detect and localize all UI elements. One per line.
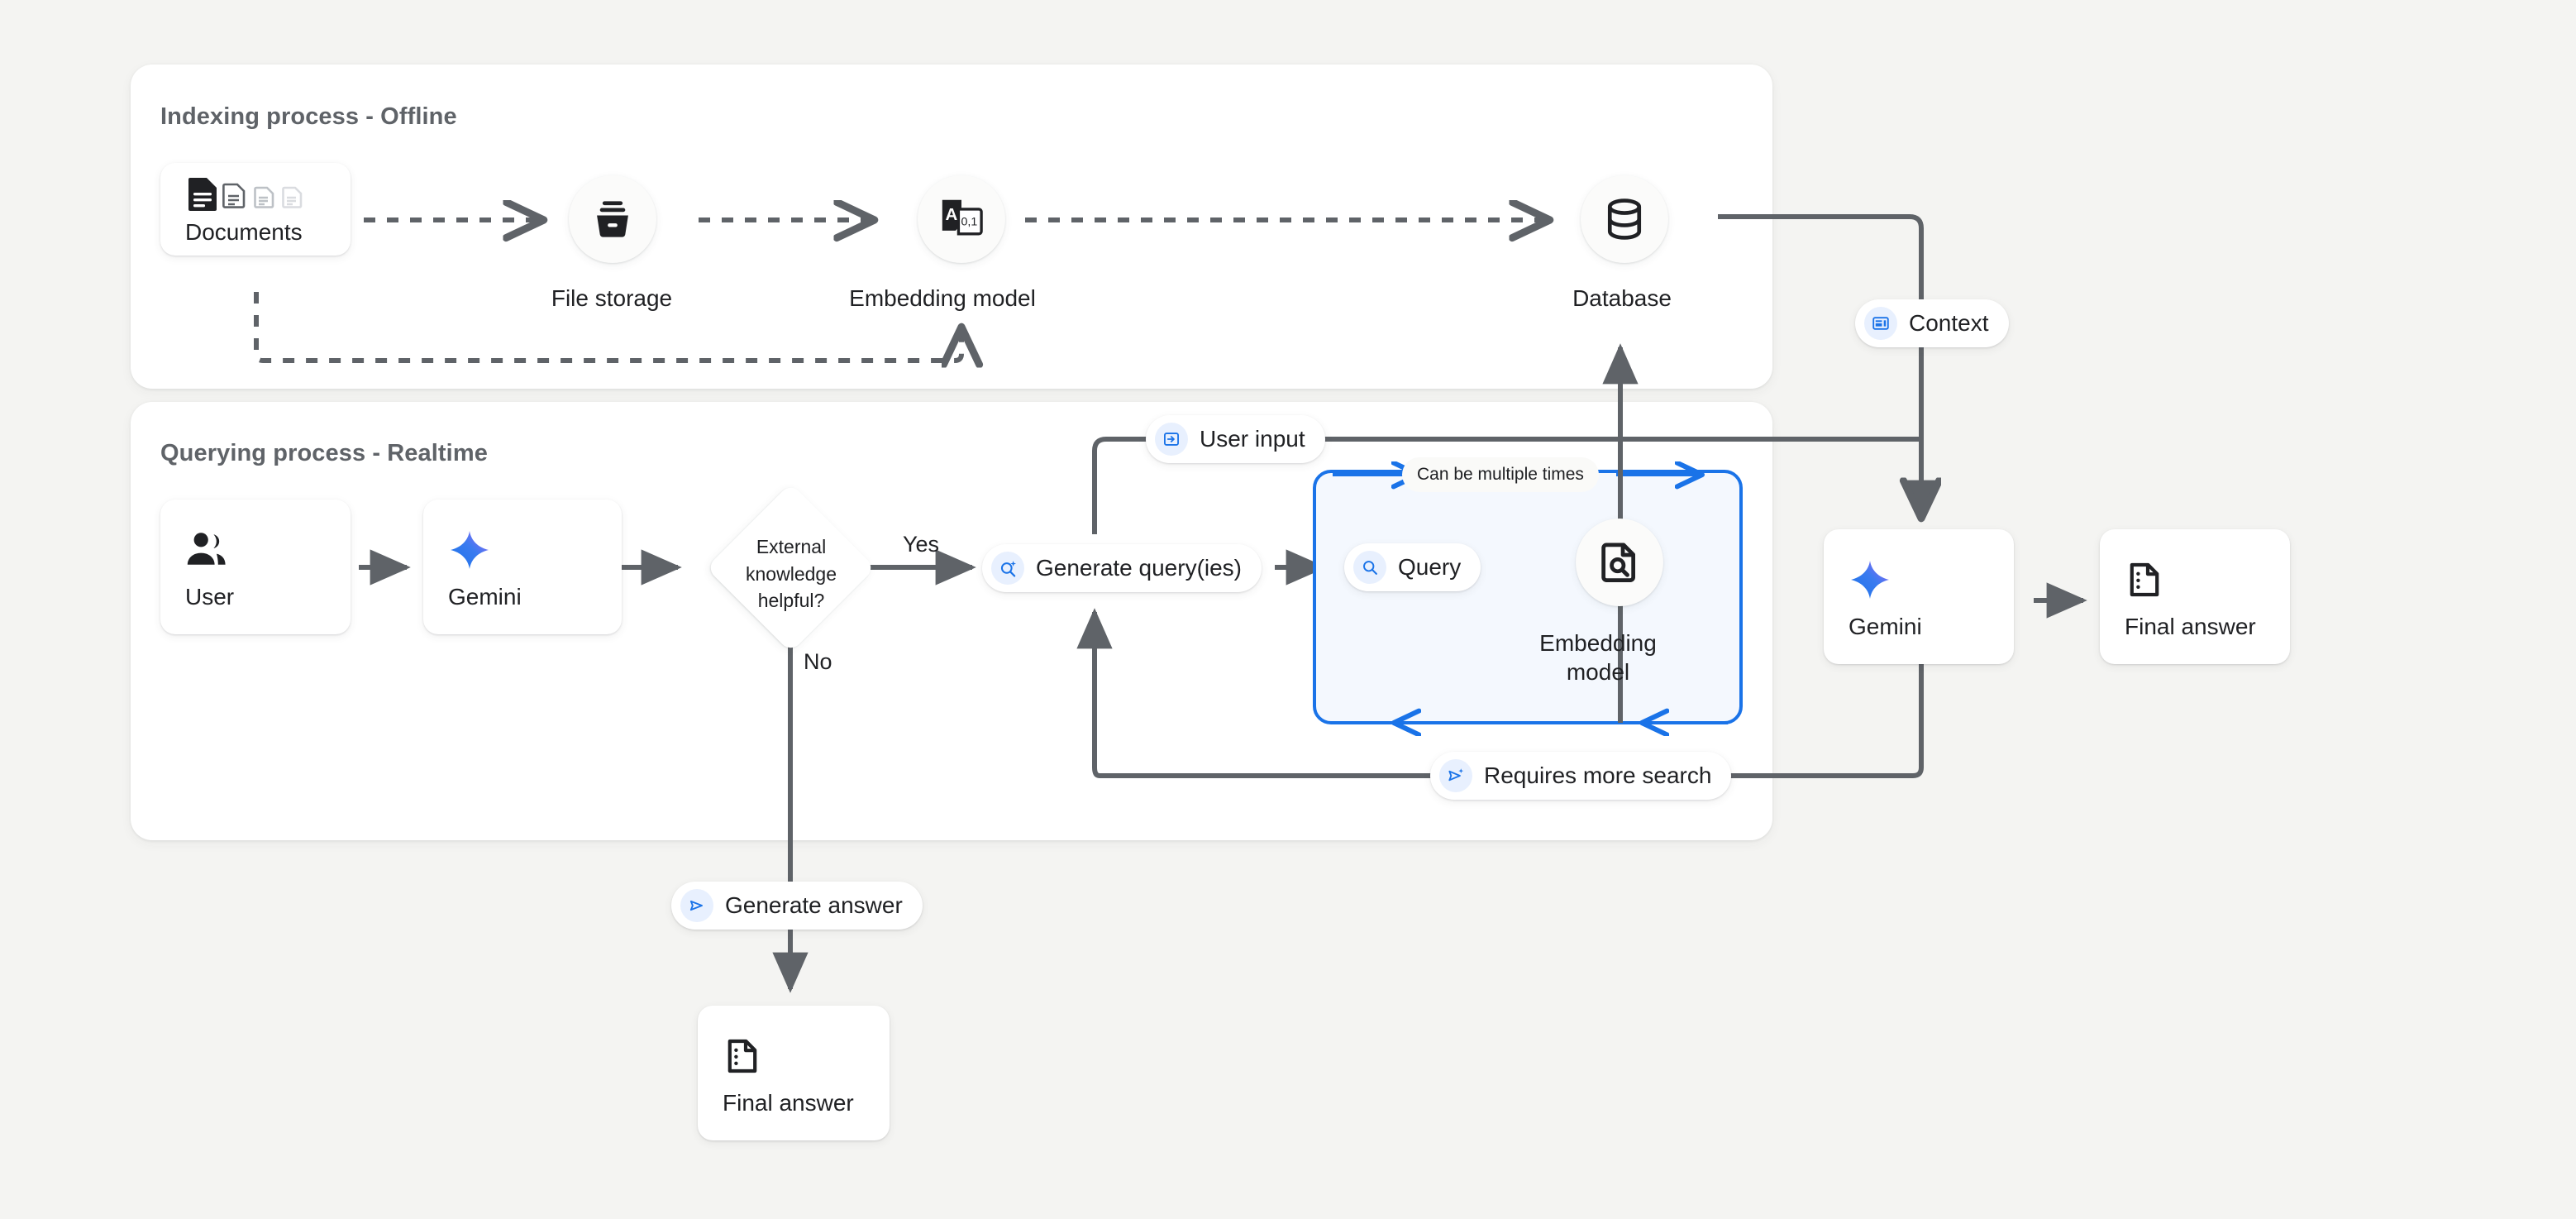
pill-query[interactable]: Query xyxy=(1344,543,1481,591)
documents-icon xyxy=(185,176,351,213)
text-to-vector-icon: A 0,1 xyxy=(942,199,983,236)
final-answer-icon xyxy=(2125,557,2290,602)
pill-generate-queries-label: Generate query(ies) xyxy=(1036,555,1243,581)
node-gemini-1[interactable]: Gemini xyxy=(423,500,622,634)
pill-context[interactable]: Context xyxy=(1855,299,2009,347)
node-database-label: Database xyxy=(1572,285,1672,311)
node-file-storage[interactable] xyxy=(569,175,656,263)
gemini-sparkle-icon xyxy=(448,528,622,572)
node-decision-label: External knowledge helpful? xyxy=(746,536,837,612)
node-embedding-model-2[interactable] xyxy=(1576,519,1663,606)
svg-text:A: A xyxy=(946,205,958,224)
node-file-storage-label: File storage xyxy=(551,285,673,311)
node-embedding-model[interactable]: A 0,1 xyxy=(918,175,1005,263)
panel-indexing-title: Indexing process - Offline xyxy=(160,103,457,130)
pill-context-label: Context xyxy=(1909,310,1989,336)
wire-documents-chunks-to-embedding xyxy=(254,292,961,361)
edge-label-yes: Yes xyxy=(903,532,940,557)
pill-requires-more-search[interactable]: Requires more search xyxy=(1430,752,1732,800)
node-user[interactable]: User xyxy=(160,500,351,634)
final-answer-icon xyxy=(723,1034,890,1078)
node-gemini-2[interactable]: Gemini xyxy=(1824,529,2014,664)
loop-region-box xyxy=(1313,470,1743,724)
pill-user-input-label: User input xyxy=(1200,426,1305,452)
search-icon xyxy=(1353,551,1386,584)
svg-text:0,1: 0,1 xyxy=(961,216,977,229)
pill-user-input[interactable]: User input xyxy=(1146,415,1325,463)
node-embedding-model-label: Embedding model xyxy=(849,285,1036,311)
node-documents[interactable]: Documents xyxy=(160,163,351,256)
pill-requires-more-search-label: Requires more search xyxy=(1484,762,1712,788)
document-search-icon xyxy=(1601,543,1636,582)
search-sparkle-icon xyxy=(991,552,1024,585)
pill-generate-answer[interactable]: Generate answer xyxy=(671,882,923,930)
input-arrow-icon xyxy=(1155,423,1188,456)
database-icon xyxy=(1607,198,1642,240)
article-icon xyxy=(1864,307,1897,340)
pill-generate-answer-label: Generate answer xyxy=(725,892,903,918)
send-sparkle-icon xyxy=(1439,759,1472,792)
send-icon xyxy=(680,889,713,922)
edge-label-no: No xyxy=(804,649,832,674)
file-storage-icon xyxy=(597,201,628,237)
node-final-answer-bottom-label: Final answer xyxy=(723,1089,854,1116)
node-final-answer-right-label: Final answer xyxy=(2125,613,2256,639)
wire-database-to-gemini-context xyxy=(1718,214,1939,521)
pill-generate-queries[interactable]: Generate query(ies) xyxy=(982,544,1262,592)
node-user-label: User xyxy=(185,583,235,610)
node-embedding-model-2-label: Embedding model xyxy=(1539,630,1657,685)
node-final-answer-right[interactable]: Final answer xyxy=(2100,529,2290,664)
node-gemini-1-label: Gemini xyxy=(448,583,522,610)
node-gemini-2-label: Gemini xyxy=(1849,613,1922,639)
node-documents-label: Documents xyxy=(185,219,303,245)
loop-note: Can be multiple times xyxy=(1402,457,1599,492)
gemini-sparkle-icon xyxy=(1849,557,2014,602)
wire-user-input-to-gemini2 xyxy=(1092,437,1921,534)
node-final-answer-bottom[interactable]: Final answer xyxy=(698,1006,890,1140)
panel-querying-title: Querying process - Realtime xyxy=(160,440,488,466)
node-database[interactable] xyxy=(1581,175,1668,263)
user-group-icon xyxy=(185,528,351,572)
pill-query-label: Query xyxy=(1398,554,1462,580)
